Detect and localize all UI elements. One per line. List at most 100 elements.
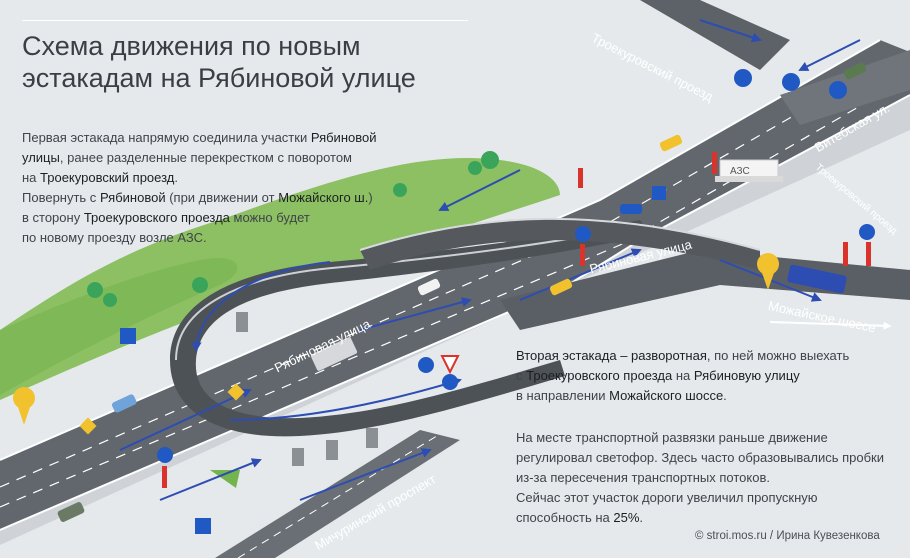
text-line: по новому проезду возле АЗС. — [22, 230, 207, 245]
highlight-street: Можайского ш. — [278, 190, 369, 205]
direction-sign-icon — [734, 69, 752, 87]
highlight-street: улицы — [22, 150, 60, 165]
tree — [393, 183, 407, 197]
text-run: в направлении — [516, 388, 610, 403]
second-paragraph: Вторая эстакада – разворотная, по ней мо… — [516, 346, 849, 406]
first-overpass-edge — [359, 217, 761, 251]
direction-sign-icon — [575, 226, 591, 242]
text-run: способность на — [516, 510, 614, 525]
bus-stop-icon — [757, 253, 779, 275]
route-arrow — [798, 39, 861, 71]
third-paragraph: На месте транспортной развязки раньше дв… — [516, 428, 884, 528]
text-line: Сейчас этот участок дороги увеличил проп… — [516, 490, 818, 505]
text-line: из-за пересечения транспортных потоков. — [516, 470, 770, 485]
bollard — [843, 242, 848, 266]
text-run: можно будет — [229, 210, 310, 225]
text-run: на — [22, 170, 41, 185]
text-run: , по ней можно выехать — [706, 348, 850, 363]
mozhayskoe-arrow — [769, 321, 892, 330]
text-run: . — [639, 510, 644, 525]
main-road-trunk — [0, 40, 910, 530]
route-arrow — [119, 388, 252, 451]
car-green — [843, 62, 867, 80]
bollard — [866, 242, 871, 266]
text-run: . — [174, 170, 178, 185]
direction-sign-icon — [859, 224, 875, 240]
highlight: Вторая эстакада – разворотная — [516, 348, 707, 363]
route-arrow — [299, 448, 432, 501]
route-arrow — [699, 19, 762, 43]
route-arrow — [191, 261, 331, 352]
text-run: , ранее разделенные перекрестком с повор… — [59, 150, 352, 165]
text-run: с — [516, 368, 527, 383]
gas-station-label: АЗС — [730, 166, 750, 177]
highlight-street: Можайского шоссе — [609, 388, 724, 403]
highlight-street: Рябиновой — [310, 130, 377, 145]
michurinsky-inner — [237, 433, 441, 558]
grass-wedge — [210, 470, 240, 488]
tree — [103, 293, 117, 307]
highlight-street: Троекуровского проезда — [526, 368, 673, 383]
highlight-percent: 25% — [613, 510, 640, 525]
text-run: на — [672, 368, 694, 383]
grass-area-lower — [0, 258, 238, 395]
route-arrow — [519, 248, 642, 301]
bus-stop-pin — [761, 270, 775, 290]
bollard — [712, 152, 717, 174]
bus — [787, 264, 847, 294]
pedestrian-crossing-icon — [195, 518, 211, 534]
text-run: в сторону — [22, 210, 84, 225]
pedestrian-crossing-icon — [120, 328, 136, 344]
highlight-street: Троекуровский проезд — [40, 170, 175, 185]
bollard — [578, 168, 583, 188]
title-rule — [22, 20, 468, 21]
text-line: На месте транспортной развязки раньше дв… — [516, 430, 828, 445]
gas-station-canopy — [715, 176, 783, 182]
route-arrow — [229, 377, 462, 421]
highlight-street: Рябиновую улицу — [693, 368, 800, 383]
tree — [87, 282, 103, 298]
bollard — [580, 244, 585, 266]
troekurovsky-road — [640, 0, 790, 70]
text-run: ) — [368, 190, 373, 205]
title-line-2: эстакадам на Рябиновой улице — [22, 63, 416, 93]
direction-sign-icon — [418, 357, 434, 373]
title-line-1: Схема движения по новым — [22, 31, 361, 61]
highlight-street: Рябиновой — [99, 190, 166, 205]
tree — [468, 161, 482, 175]
direction-sign-icon — [782, 73, 800, 91]
lead-paragraph: Первая эстакада напрямую соединила участ… — [22, 128, 376, 248]
text-run: . — [723, 388, 727, 403]
car-light-blue — [111, 394, 137, 413]
page-title: Схема движения по новым эстакадам на Ряб… — [22, 30, 416, 94]
text-line: регулировал светофор. Здесь часто образо… — [516, 450, 884, 465]
bollard — [162, 466, 167, 488]
pillar — [236, 312, 248, 332]
bus-stop-icon — [13, 387, 35, 409]
text-run: (при движении от — [165, 190, 279, 205]
pillar — [292, 448, 304, 466]
truck — [310, 337, 358, 371]
tree — [192, 277, 208, 293]
car-yellow — [659, 134, 683, 152]
car-yellow — [549, 278, 573, 296]
direction-sign-icon — [157, 447, 173, 463]
car-white — [417, 278, 441, 296]
route-arrow — [359, 297, 472, 331]
give-way-sign-icon — [440, 355, 460, 375]
direction-sign-icon — [652, 186, 666, 200]
text-run: Повернуть с — [22, 190, 100, 205]
direction-sign-icon — [829, 81, 847, 99]
direction-sign-icon — [442, 374, 458, 390]
diamond-sign-icon — [227, 383, 245, 401]
pillar — [326, 440, 338, 460]
first-overpass — [360, 218, 760, 270]
credit: © stroi.mos.ru / Ирина Кувезенкова — [695, 530, 880, 542]
route-arrow — [438, 169, 521, 211]
diamond-sign-icon — [79, 417, 97, 435]
pillar — [366, 428, 378, 448]
tree — [481, 151, 499, 169]
route-arrow — [159, 458, 262, 501]
text-run: Первая эстакада напрямую соединила участ… — [22, 130, 311, 145]
